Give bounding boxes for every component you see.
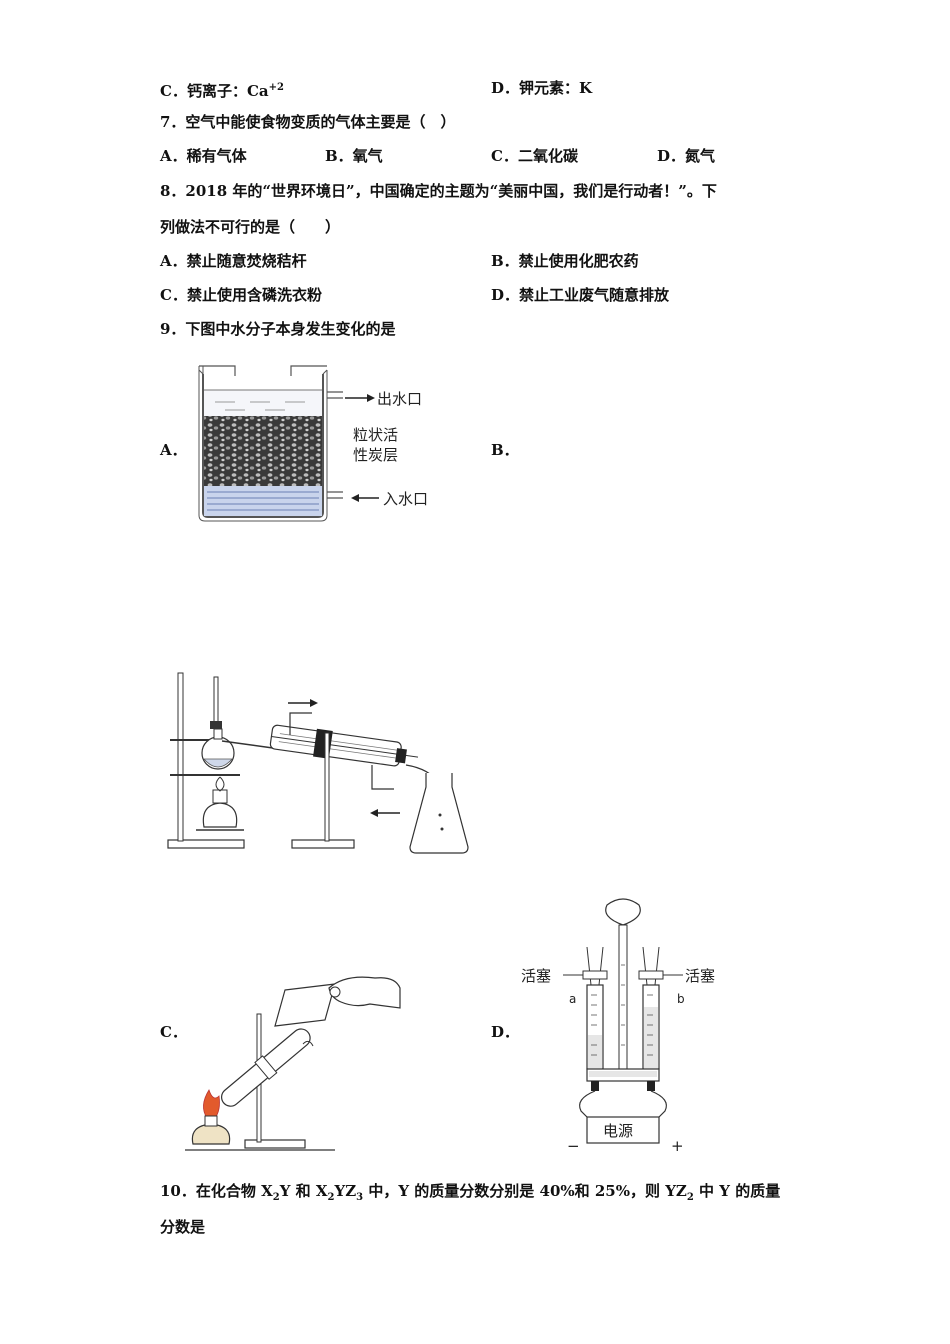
carbon-layer-label-1: 粒状活 [353,426,398,444]
figure-b-distillation [167,672,469,854]
q9-label-b: B． [491,441,519,459]
stopcock-left-label: 活塞 [521,967,551,985]
q10-stem-line2: 分数是 [160,1218,206,1236]
inlet-label: 入水口 [383,490,428,508]
tube-b-label: b [677,992,685,1006]
stopcock-right-label: 活塞 [685,967,715,985]
figure-a-carbon-filter: 出水口 粒状活 性炭层 入水口 [198,365,428,522]
q8-stem-line2: 列做法不可行的是（ ） [160,218,341,236]
q6-option-d: D．钾元素：K [491,79,593,97]
q8-option-a: A．禁止随意焚烧秸杆 [160,252,307,270]
minus-label: − [567,1137,580,1155]
q8-option-c: C．禁止使用含磷洗衣粉 [160,286,322,304]
q9-label-d: D． [491,1023,520,1041]
q8-stem-line1: 8．2018 年的“世界环境日”，中国确定的主题为“美丽中国，我们是行动者！”。… [160,182,717,200]
q8-option-b: B．禁止使用化肥农药 [491,252,639,270]
q7-option-b: B．氧气 [325,147,383,165]
q6-option-c: C．钙离子：Ca+2 [160,82,284,100]
q7-stem: 7．空气中能使食物变质的气体主要是（ ） [160,113,456,131]
q8-option-d: D．禁止工业废气随意排放 [491,286,670,304]
figure-c-test-tube-heating [185,976,401,1151]
q7-option-c: C．二氧化碳 [491,147,578,165]
outlet-label: 出水口 [377,390,422,408]
figure-d-electrolysis: 活塞 活塞 a b 电源 − + [521,898,715,1155]
q9-label-a: A． [160,441,187,459]
carbon-layer-label-2: 性炭层 [353,446,398,464]
q9-label-c: C． [160,1023,187,1041]
tube-a-label: a [569,992,576,1006]
q7-option-d: D．氮气 [657,147,716,165]
q7-option-a: A．稀有气体 [160,147,247,165]
power-label: 电源 [603,1122,633,1140]
q9-stem: 9．下图中水分子本身发生变化的是 [160,320,396,338]
q10-stem-line1: 10．在化合物 X2Y 和 X2YZ3 中，Y 的质量分数分别是 40%和 25… [160,1182,781,1203]
plus-label: + [671,1137,684,1155]
